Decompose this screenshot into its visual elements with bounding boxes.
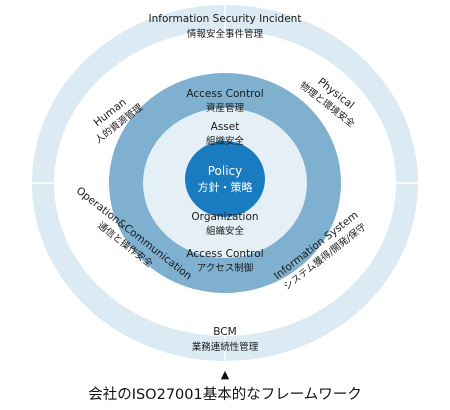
caption-marker: ▲ (221, 368, 230, 381)
inner-bottom-label-en: Organization (191, 211, 258, 223)
inner-bottom-label-jp: 組織安全 (206, 225, 245, 237)
top-label-en: Information Security Incident (149, 13, 302, 25)
center-label-en: Policy (208, 164, 243, 178)
center-circle (185, 141, 265, 217)
inner-top-label-jp: 組織安全 (206, 135, 245, 147)
middle-top-label-jp: 資産管理 (206, 102, 245, 114)
middle-bottom-label-en: Access Control (186, 248, 263, 260)
bottom-label-en: BCM (213, 326, 236, 338)
middle-bottom-label-jp: アクセス制御 (197, 262, 254, 274)
top-label-jp: 情報安全事件管理 (187, 28, 264, 40)
middle-top-label-en: Access Control (186, 88, 263, 100)
bottom-label-jp: 業務連続性管理 (192, 341, 259, 353)
center-label-jp: 方針・策略 (198, 180, 253, 194)
caption-text: 会社のISO27001基本的なフレームワーク (88, 386, 362, 403)
inner-top-label-en: Asset (211, 121, 240, 133)
